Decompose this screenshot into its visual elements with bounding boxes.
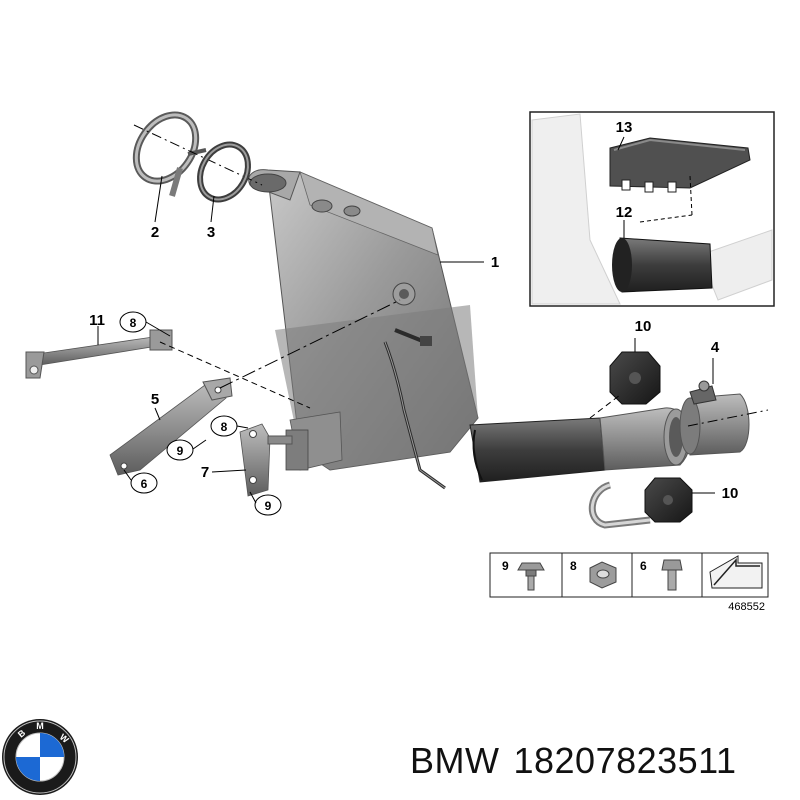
- detail-inset: [529, 111, 775, 307]
- callout-3: 3: [207, 224, 215, 241]
- bmw-logo: B M W: [2, 719, 78, 795]
- callout-11: 11: [89, 312, 105, 329]
- callout-13: 13: [616, 119, 633, 136]
- hex-nut-icon: [589, 561, 617, 589]
- leader-lines: [97, 175, 715, 504]
- legend-number-6: 6: [640, 559, 647, 573]
- callout-1: 1: [491, 254, 499, 271]
- support-bar: [25, 329, 173, 379]
- callout-10-upper: 10: [635, 318, 652, 335]
- legend-number-9: 9: [502, 559, 509, 573]
- callout-4: 4: [711, 339, 720, 356]
- brand-name: BMW: [410, 740, 500, 781]
- gasket: [197, 141, 251, 203]
- clamp-ring: [132, 111, 207, 197]
- svg-text:9: 9: [177, 444, 184, 458]
- mounting-plate: [239, 423, 293, 497]
- rubber-mount-upper: [609, 351, 661, 405]
- callout-9-right: 9: [254, 494, 282, 516]
- diagram-reference: 468552: [728, 601, 765, 613]
- svg-text:6: 6: [141, 477, 148, 491]
- svg-text:8: 8: [221, 420, 228, 434]
- pressure-sensor-line: [383, 328, 446, 490]
- svg-text:M: M: [36, 721, 44, 731]
- callout-5: 5: [151, 391, 159, 408]
- pipe-clamp: [679, 380, 750, 456]
- hex-bolt-icon: [661, 559, 683, 591]
- bracket: [109, 377, 233, 476]
- callout-8-upper: 8: [119, 311, 147, 333]
- part-number: 18207823511: [513, 740, 737, 781]
- callout-10-lower: 10: [722, 485, 739, 502]
- callout-2: 2: [151, 224, 159, 241]
- callout-12: 12: [616, 204, 633, 221]
- particulate-filter-body: [248, 169, 479, 471]
- callout-7: 7: [201, 464, 209, 481]
- fastener-legend: 9 8 6: [489, 552, 769, 598]
- exhaust-pipe-section: [469, 407, 692, 483]
- footer-caption: BMW 18207823511: [410, 740, 751, 782]
- direction-arrow-icon: [709, 555, 763, 589]
- svg-text:9: 9: [265, 499, 272, 513]
- callout-9-left: 9: [166, 439, 194, 461]
- legend-number-8: 8: [570, 559, 577, 573]
- svg-text:8: 8: [130, 316, 137, 330]
- callout-6: 6: [130, 472, 158, 494]
- rubber-mount-lower: [644, 477, 693, 523]
- callout-8-lower: 8: [210, 415, 238, 437]
- flange-bolt-icon: [517, 562, 545, 591]
- svg-text:B: B: [16, 727, 28, 739]
